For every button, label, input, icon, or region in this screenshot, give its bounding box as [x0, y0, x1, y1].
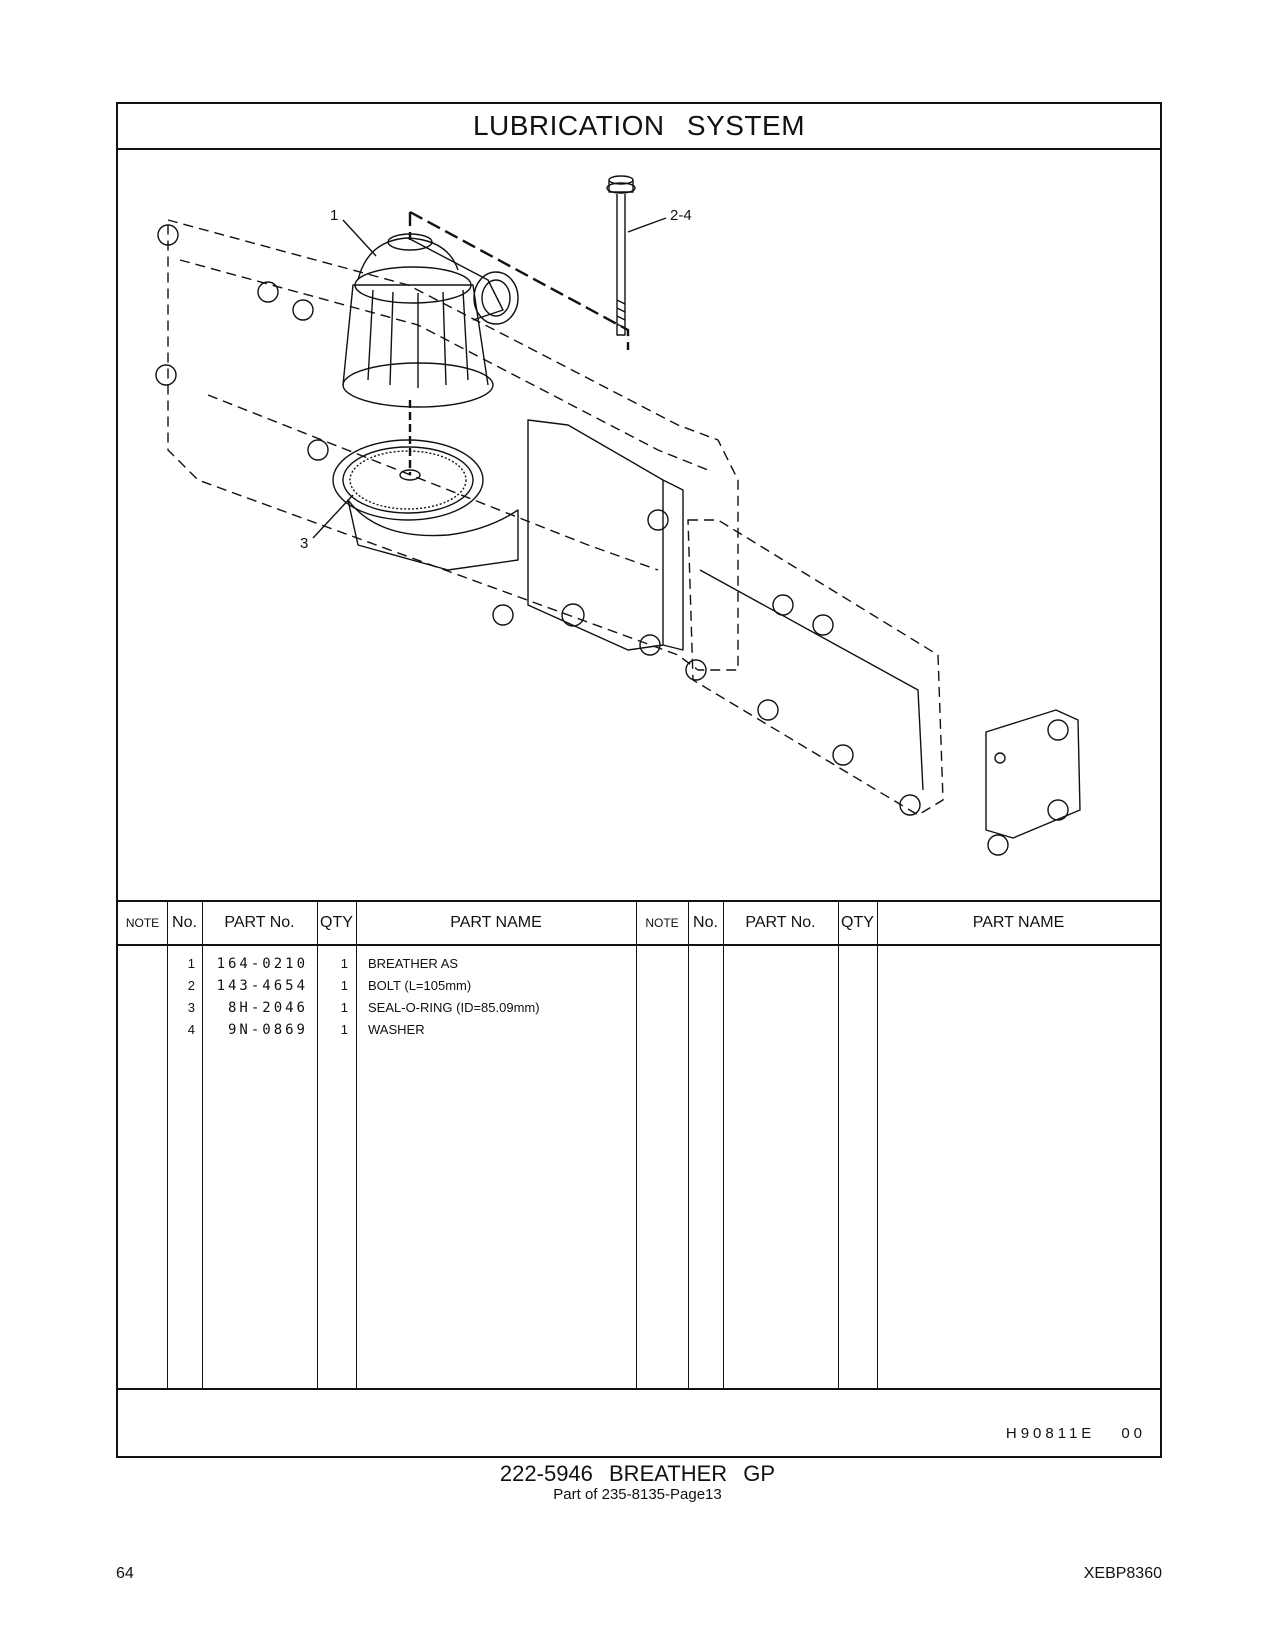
group-caption: 222-5946 BREATHER GP Part of 235-8135-Pa… [0, 1462, 1275, 1504]
header-part-name-right: PART NAME [877, 902, 1160, 946]
table-bottom-rule [118, 1388, 1160, 1390]
group-title: 222-5946 BREATHER GP [499, 1461, 776, 1486]
row-2-part-no: 143-4654 [216, 978, 308, 994]
header-note: NOTE [118, 902, 167, 946]
bolt-and-washer [606, 175, 636, 336]
row-1-no: 1 [187, 956, 195, 971]
row-4-name: WASHER [368, 1022, 425, 1037]
seal-o-ring [332, 439, 519, 571]
column-rule [838, 902, 839, 1390]
header-qty: QTY [317, 902, 356, 946]
exploded-view-drawing: 1 2-4 3 [118, 150, 1160, 900]
breather-assembly [342, 233, 519, 408]
assembly-guide-line [408, 210, 630, 350]
header-no-right: No. [688, 902, 723, 946]
header-note-right: NOTE [636, 902, 688, 946]
header-no: No. [167, 902, 202, 946]
callout-2-4: 2-4 [670, 207, 692, 224]
valve-cover-lower-edge [207, 394, 659, 571]
section-title-bar: LUBRICATION SYSTEM [118, 104, 1160, 150]
leader-line-1 [342, 219, 377, 257]
right-cover-body [687, 519, 944, 816]
header-part-no: PART No. [202, 902, 317, 946]
column-rule [202, 902, 203, 1390]
breather-drawing-svg: 1 2-4 3 [155, 175, 1081, 856]
valve-cover-inner-edge [179, 259, 709, 471]
row-4-qty: 1 [340, 1022, 348, 1037]
cover-bolts [155, 224, 1069, 856]
page-number: 64 [116, 1565, 134, 1582]
column-rule [723, 902, 724, 1390]
header-qty-right: QTY [838, 902, 877, 946]
valve-cover-outline [167, 219, 739, 671]
illustration-revision: 00 [1121, 1425, 1146, 1442]
column-rule [167, 902, 168, 1390]
row-2-qty: 1 [340, 978, 348, 993]
document-id: XEBP8360 [1083, 1565, 1162, 1582]
illustration-code: H90811E 00 [1006, 1425, 1146, 1442]
row-1-qty: 1 [340, 956, 348, 971]
middle-cover-flange [662, 479, 684, 651]
row-1-name: BREATHER AS [368, 956, 459, 971]
middle-cover-body [527, 419, 664, 651]
row-4-no: 4 [187, 1022, 195, 1037]
illustration-number: H90811E [1005, 1425, 1096, 1442]
row-2-name: BOLT (L=105mm) [368, 978, 472, 993]
row-4-part-no: 9N-0869 [227, 1022, 308, 1038]
header-part-no-right: PART No. [723, 902, 838, 946]
row-3-name: SEAL-O-RING (ID=85.09mm) [368, 1000, 540, 1015]
callout-3: 3 [300, 535, 308, 552]
header-part-name: PART NAME [356, 902, 636, 946]
callout-1: 1 [330, 207, 338, 224]
column-rule [317, 902, 318, 1390]
end-cap-plate [985, 709, 1081, 839]
column-rule [356, 902, 357, 1390]
leader-line-3 [312, 494, 354, 539]
row-2-no: 2 [187, 978, 195, 993]
row-1-part-no: 164-0210 [216, 956, 308, 972]
illustration-footer: H90811E 00 [118, 1390, 1160, 1456]
diagram-frame: LUBRICATION SYSTEM [116, 102, 1162, 1458]
column-rule [636, 902, 637, 1390]
row-3-qty: 1 [340, 1000, 348, 1015]
end-cap-hole [994, 752, 1006, 764]
column-rule [688, 902, 689, 1390]
leader-line-2-4 [627, 217, 667, 233]
row-3-part-no: 8H-2046 [227, 1000, 308, 1016]
right-cover-inner [699, 569, 924, 791]
row-3-no: 3 [187, 1000, 195, 1015]
section-title: LUBRICATION SYSTEM [472, 110, 806, 141]
column-rule [877, 902, 878, 1390]
parts-list-table: NOTE No. PART No. QTY PART NAME NOTE No.… [118, 900, 1160, 1390]
group-subtitle: Part of 235-8135-Page13 [553, 1486, 722, 1503]
